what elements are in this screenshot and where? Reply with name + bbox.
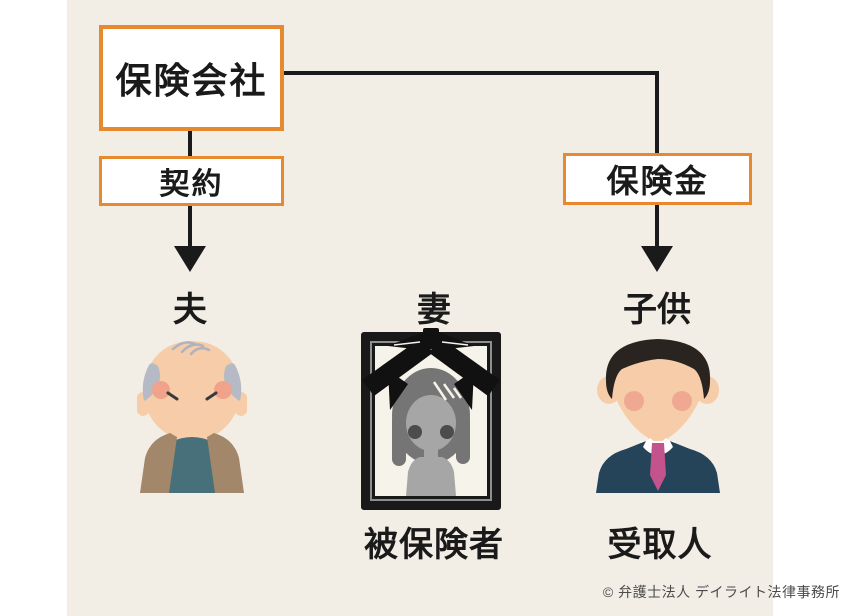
ribbon-right-band-icon xyxy=(428,340,500,396)
ribbon-loop-slit-icon xyxy=(393,341,469,346)
husband-gray-hair-icon xyxy=(142,363,160,401)
husband-shirt xyxy=(168,437,216,493)
child-label: 子供 xyxy=(623,291,691,329)
ribbon-left-fold-icon xyxy=(388,370,408,410)
husband-closed-eye-icon xyxy=(205,391,218,401)
husband-cheek-icon xyxy=(152,381,170,399)
insurer-box-label: 保険会社 xyxy=(115,60,268,101)
husband-illustration xyxy=(137,341,247,493)
husband-hair-strand-icon xyxy=(171,341,197,351)
ribbon-knot-icon xyxy=(423,328,439,349)
beneficiary-role-label: 受取人 xyxy=(607,526,713,564)
contract-arrowhead-icon xyxy=(174,246,206,272)
wife-eye-icon xyxy=(440,425,454,439)
wife-label: 妻 xyxy=(417,291,451,329)
payout-arrow-line xyxy=(655,205,659,246)
husband-gray-hair-icon xyxy=(224,363,242,401)
wife-hair-side-icon xyxy=(456,414,470,464)
husband-label: 夫 xyxy=(173,291,207,329)
husband-head xyxy=(143,341,241,453)
wife-bangs-icon xyxy=(404,380,458,408)
husband-cardigan xyxy=(207,433,244,493)
husband-cheek-icon xyxy=(214,381,232,399)
child-hair-icon xyxy=(605,339,711,399)
contract-arrow-line xyxy=(188,206,192,246)
wife-hair-side-icon xyxy=(392,414,406,466)
copyright-notice: © 弁護士法人 デイライト法律事務所 xyxy=(602,584,840,600)
insurer-box: 保険会社 xyxy=(99,25,284,131)
wife-body xyxy=(406,457,456,496)
child-cheek-icon xyxy=(624,391,644,411)
contract-box: 契約 xyxy=(99,156,284,206)
insurer-to-contract-line xyxy=(188,131,192,156)
payout-box-label: 保険金 xyxy=(606,163,709,199)
child-illustration xyxy=(596,339,720,493)
payout-branch-line xyxy=(655,71,659,153)
ribbon-left-band-icon xyxy=(362,340,434,396)
mourning-ribbon-icon xyxy=(362,328,500,410)
contract-box-label: 契約 xyxy=(159,168,224,201)
child-face xyxy=(608,347,708,443)
insurer-to-payout-line xyxy=(284,71,659,75)
ribbon-right-loop-icon xyxy=(439,332,474,350)
child-tie-icon xyxy=(650,443,666,491)
husband-closed-eye-icon xyxy=(166,391,179,401)
wife-eye-icon xyxy=(408,425,422,439)
payout-arrowhead-icon xyxy=(641,246,673,272)
husband-cardigan xyxy=(140,433,177,493)
child-cheek-icon xyxy=(672,391,692,411)
payout-box: 保険金 xyxy=(563,153,752,205)
ribbon-right-fold-icon xyxy=(454,370,474,410)
wife-face xyxy=(406,395,456,451)
husband-hair-strand-icon xyxy=(189,346,211,356)
wife-silhouette xyxy=(392,368,470,496)
wife-memorial-photo-illustration xyxy=(361,328,501,510)
husband-hair-strand-icon xyxy=(180,343,205,354)
ribbon-left-loop-icon xyxy=(388,332,423,350)
wife-bangs-highlight-icon xyxy=(432,381,463,401)
insured-role-label: 被保険者 xyxy=(364,526,504,564)
